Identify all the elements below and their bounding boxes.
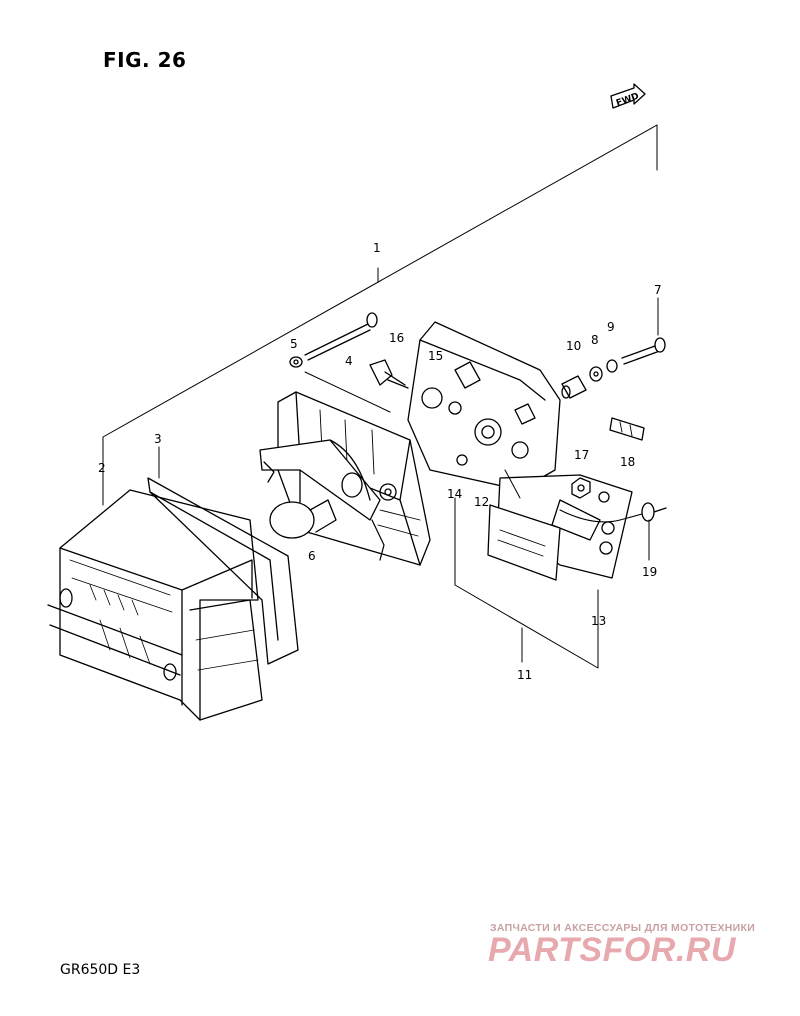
collar-10 [561, 375, 587, 399]
part-ref-1: 1 [373, 241, 381, 255]
model-code: GR650D E3 [60, 962, 141, 978]
part-ref-12: 12 [474, 495, 489, 509]
part-ref-13: 13 [591, 614, 606, 628]
tail-lamp-lens [47, 489, 263, 721]
part-ref-5: 5 [290, 337, 298, 351]
part-ref-3: 3 [154, 432, 162, 446]
part-ref-9: 9 [607, 320, 615, 334]
bulb-and-socket [259, 439, 397, 561]
part-ref-6: 6 [308, 549, 316, 563]
part-ref-7: 7 [654, 283, 662, 297]
nut-5 [289, 356, 303, 368]
grommet-19 [559, 502, 667, 523]
bolt-7 [621, 337, 666, 365]
bolt-16 [369, 359, 409, 389]
part-ref-11: 11 [517, 668, 532, 682]
part-reference-labels: 1 2 3 4 5 6 7 8 9 10 11 12 13 14 15 16 1… [98, 241, 662, 682]
nut-17 [571, 477, 591, 499]
part-ref-18: 18 [620, 455, 635, 469]
part-ref-17: 17 [574, 448, 589, 462]
part-ref-10: 10 [566, 339, 581, 353]
washer-9 [606, 359, 618, 373]
part-ref-19: 19 [642, 565, 657, 579]
watermark-logo: PARTSFOR.RU [488, 931, 736, 969]
part-ref-15: 15 [428, 349, 443, 363]
part-ref-2: 2 [98, 461, 106, 475]
part-ref-14: 14 [447, 487, 462, 501]
watermark-caption: ЗАПЧАСТИ И АКСЕССУАРЫ ДЛЯ МОТОТЕХНИКИ [490, 922, 756, 934]
mounting-bracket [407, 321, 561, 491]
lens-gasket [147, 477, 299, 665]
figure-title: FIG. 26 [103, 48, 187, 72]
license-lamp [487, 469, 633, 581]
bolt-4 [304, 312, 378, 361]
leader-lines [102, 124, 659, 669]
washer-8 [589, 366, 603, 382]
clip-18 [609, 417, 645, 441]
part-ref-16: 16 [389, 331, 404, 345]
part-ref-8: 8 [591, 333, 599, 347]
forward-arrow-icon: FWD [610, 83, 646, 109]
part-ref-4: 4 [345, 354, 353, 368]
